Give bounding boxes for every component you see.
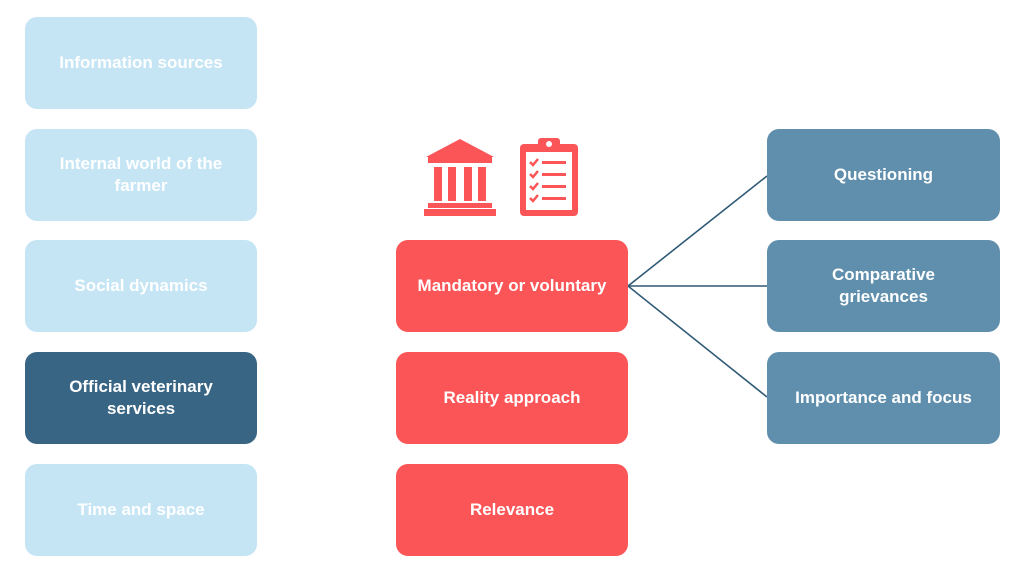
node-mandatory-or-voluntary: Mandatory or voluntary — [396, 240, 628, 332]
clipboard-checklist-icon — [520, 138, 578, 216]
connector-to-questioning — [627, 175, 768, 287]
node-label: Importance and focus — [795, 388, 972, 407]
node-label: Questioning — [833, 165, 934, 184]
node-reality-approach: Reality approach — [396, 352, 628, 444]
node-label: Mandatory or voluntary — [417, 276, 607, 295]
node-official-veterinary-services: Official veterinary services — [25, 352, 257, 444]
node-internal-world-of-the-farmer: Internal world of the farmer — [25, 129, 257, 221]
node-relevance: Relevance — [396, 464, 628, 556]
node-questioning: Questioning — [767, 129, 1000, 221]
node-label: Reality approach — [443, 388, 581, 407]
node-label: Internal world of the farmer — [59, 154, 223, 195]
node-comparative-grievances: Comparative grievances — [767, 240, 1000, 332]
node-label: Time and space — [77, 500, 205, 519]
node-importance-and-focus: Importance and focus — [767, 352, 1000, 444]
government-building-icon — [424, 139, 496, 216]
node-time-and-space: Time and space — [25, 464, 257, 556]
node-label: Relevance — [469, 500, 555, 519]
connector-to-importance-and-focus — [627, 285, 768, 398]
node-label: Information sources — [59, 53, 223, 72]
node-label: Official veterinary services — [69, 377, 213, 418]
node-social-dynamics: Social dynamics — [25, 240, 257, 332]
node-label: Comparative grievances — [832, 265, 935, 306]
node-information-sources: Information sources — [25, 17, 257, 109]
node-label: Social dynamics — [74, 276, 208, 295]
